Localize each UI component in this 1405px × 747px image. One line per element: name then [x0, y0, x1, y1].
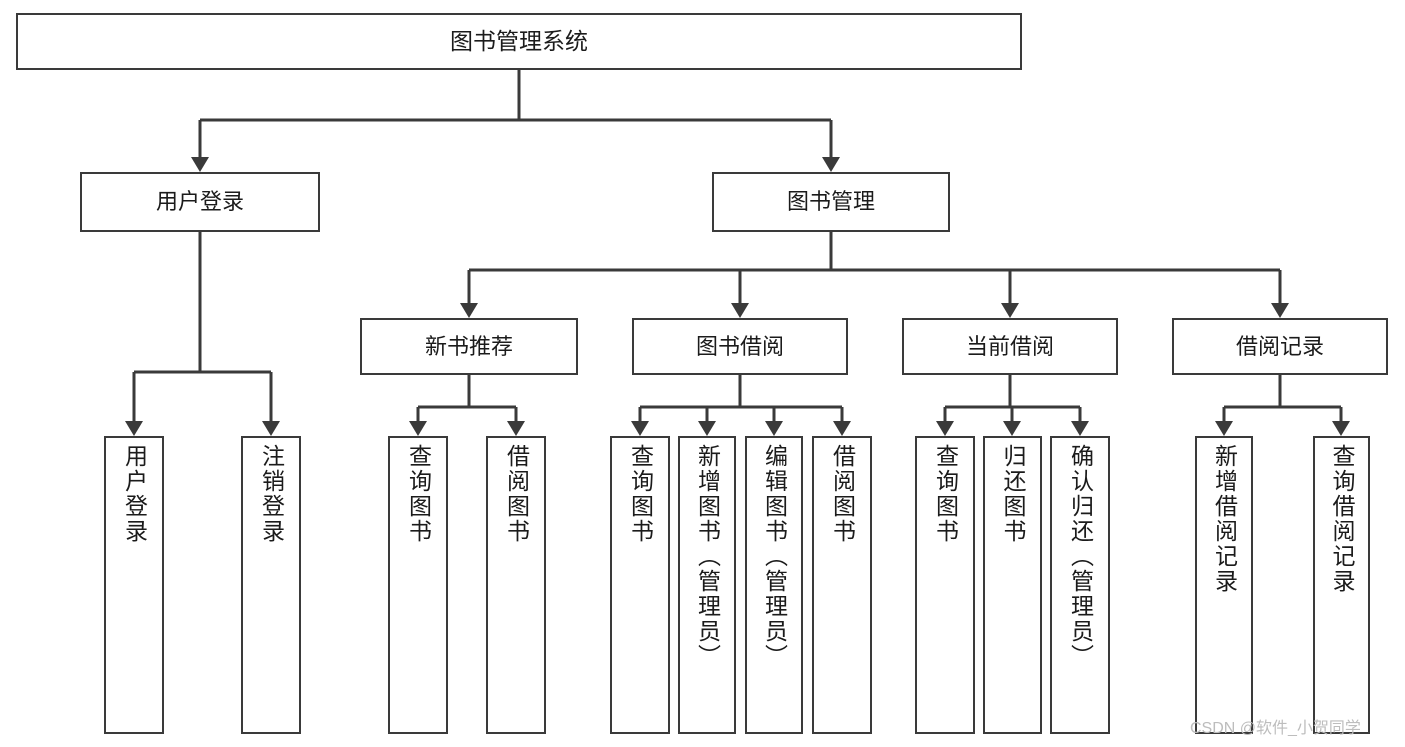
- node-label: 新增借阅记录: [1211, 444, 1238, 594]
- arrow-head: [936, 421, 954, 436]
- node-leaf-query-book-3[interactable]: 查询图书: [915, 436, 975, 734]
- node-leaf-add-book[interactable]: 新增图书（管理员）: [678, 436, 736, 734]
- arrow-head: [125, 421, 143, 436]
- node-label: 新增图书（管理员）: [694, 444, 721, 669]
- node-book-borrow[interactable]: 图书借阅: [632, 318, 848, 375]
- node-borrow-record[interactable]: 借阅记录: [1172, 318, 1388, 375]
- arrow-head: [1071, 421, 1089, 436]
- node-label: 查询图书: [932, 444, 959, 544]
- node-leaf-borrow-book-1[interactable]: 借阅图书: [486, 436, 546, 734]
- arrow-head: [1003, 421, 1021, 436]
- arrow-head: [1271, 303, 1289, 318]
- node-label: 新书推荐: [424, 333, 513, 359]
- node-label: 查询图书: [627, 444, 654, 544]
- node-label: 注销登录: [258, 444, 285, 544]
- arrow-head: [731, 303, 749, 318]
- node-leaf-query-record[interactable]: 查询借阅记录: [1313, 436, 1370, 734]
- arrow-head: [833, 421, 851, 436]
- node-leaf-return-book[interactable]: 归还图书: [983, 436, 1042, 734]
- node-label: 编辑图书（管理员）: [761, 444, 788, 669]
- node-user-login[interactable]: 用户登录: [80, 172, 320, 232]
- arrow-head: [262, 421, 280, 436]
- node-label: 查询图书: [405, 444, 432, 544]
- arrow-head: [631, 421, 649, 436]
- arrow-head: [698, 421, 716, 436]
- node-label: 借阅图书: [829, 444, 856, 544]
- node-label: 用户登录: [155, 189, 244, 215]
- node-book-management[interactable]: 图书管理: [712, 172, 950, 232]
- arrow-head: [1215, 421, 1233, 436]
- arrow-head: [765, 421, 783, 436]
- node-leaf-logout[interactable]: 注销登录: [241, 436, 301, 734]
- arrow-head: [409, 421, 427, 436]
- node-label: 归还图书: [1000, 444, 1026, 544]
- node-leaf-query-book-2[interactable]: 查询图书: [610, 436, 670, 734]
- node-label: 图书管理: [786, 189, 875, 215]
- node-label: 图书借阅: [695, 333, 784, 359]
- arrow-head: [191, 157, 209, 172]
- node-label: 用户登录: [121, 444, 148, 544]
- arrow-head: [1332, 421, 1350, 436]
- node-new-book-recommend[interactable]: 新书推荐: [360, 318, 578, 375]
- node-leaf-add-record[interactable]: 新增借阅记录: [1195, 436, 1253, 734]
- arrow-head: [822, 157, 840, 172]
- node-label: 查询借阅记录: [1329, 444, 1355, 594]
- arrow-head: [1001, 303, 1019, 318]
- node-leaf-query-book-1[interactable]: 查询图书: [388, 436, 448, 734]
- node-label: 当前借阅: [965, 333, 1054, 359]
- node-leaf-borrow-book-2[interactable]: 借阅图书: [812, 436, 872, 734]
- node-label: 图书管理系统: [450, 27, 588, 54]
- node-leaf-confirm-return[interactable]: 确认归还（管理员）: [1050, 436, 1110, 734]
- node-current-borrow[interactable]: 当前借阅: [902, 318, 1118, 375]
- node-leaf-edit-book[interactable]: 编辑图书（管理员）: [745, 436, 803, 734]
- arrow-head: [460, 303, 478, 318]
- node-label: 确认归还（管理员）: [1067, 444, 1094, 669]
- arrow-head: [507, 421, 525, 436]
- node-leaf-user-login[interactable]: 用户登录: [104, 436, 164, 734]
- node-label: 借阅图书: [503, 444, 530, 544]
- node-root[interactable]: 图书管理系统: [16, 13, 1022, 70]
- node-label: 借阅记录: [1235, 333, 1324, 359]
